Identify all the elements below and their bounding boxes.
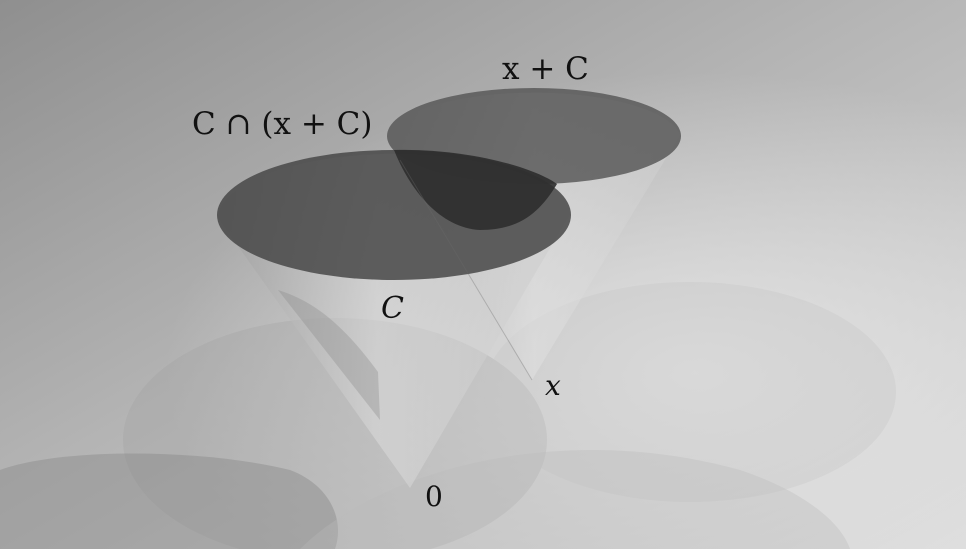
label-point-x: x bbox=[545, 369, 561, 402]
cone-x-plus-c-front-edge bbox=[399, 159, 533, 381]
cone-c-inner-shade bbox=[278, 290, 380, 420]
label-cone-c: C bbox=[381, 291, 404, 326]
shadow-dark-blob bbox=[0, 453, 338, 549]
label-origin: 0 bbox=[425, 480, 443, 513]
shadow-lower-band bbox=[300, 449, 850, 549]
label-x-plus-c: x + C bbox=[502, 51, 589, 87]
rim-overlap-region bbox=[394, 149, 557, 230]
label-intersection: C ∩ (x + C) bbox=[192, 106, 373, 142]
shadow-cone-xc bbox=[484, 282, 896, 502]
